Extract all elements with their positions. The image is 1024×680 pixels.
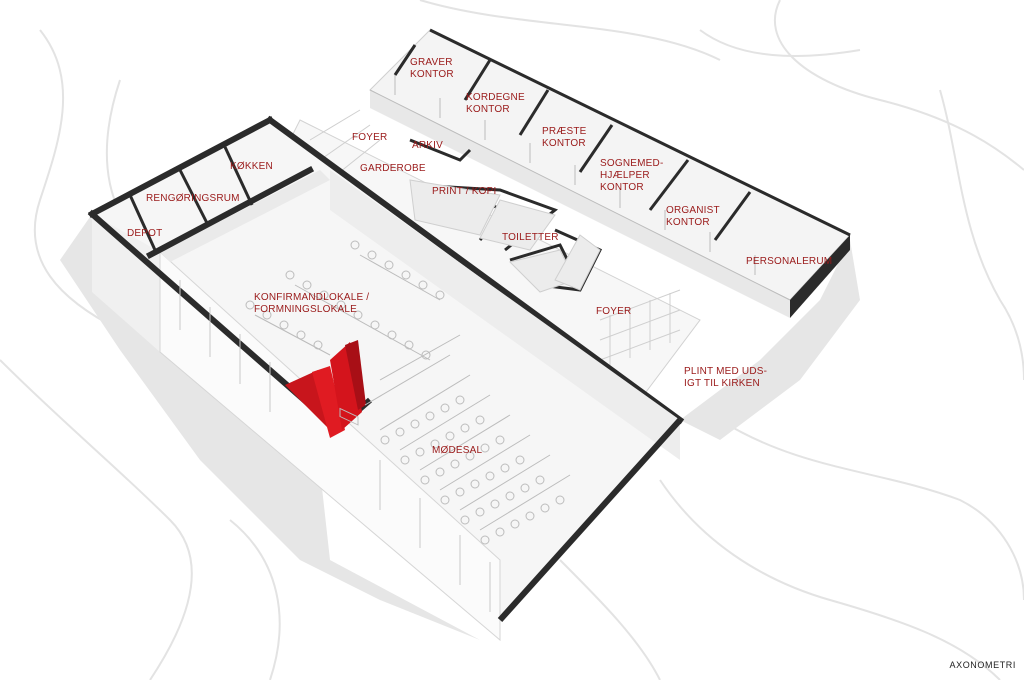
main-hall (87, 115, 685, 642)
label-line: GRAVER (410, 57, 453, 68)
label-garderobe: GARDEROBE (360, 163, 426, 174)
office-wing (369, 28, 851, 318)
label-line: SOGNEMED- (600, 158, 664, 169)
label-foyer-right: FOYER (596, 306, 632, 317)
label-line: KONFIRMANDLOKALE / (254, 292, 370, 303)
label-line: KORDEGNE (466, 92, 525, 103)
label-line: KONTOR (410, 69, 454, 80)
label-depot: DEPOT (127, 228, 163, 239)
label-arkiv: ARKIV (412, 140, 444, 151)
label-line: PRÆSTE (542, 126, 587, 137)
red-partition (285, 340, 366, 438)
drawing-caption: AXONOMETRI (949, 660, 1016, 670)
label-line: ORGANIST (666, 205, 720, 216)
label-print-kopi: PRINT / KOPI (432, 186, 497, 197)
label-line: KONTOR (666, 217, 710, 228)
label-organist-kontor: ORGANIST KONTOR (666, 205, 720, 229)
label-kordegne-kontor: KORDEGNE KONTOR (466, 92, 525, 116)
label-koekken: KØKKEN (230, 161, 273, 172)
label-konfirmandlokale: KONFIRMANDLOKALE / FORMNINGSLOKALE (254, 292, 369, 316)
label-graver-kontor: GRAVER KONTOR (410, 57, 454, 81)
label-line: KONTOR (600, 182, 644, 193)
label-line: HJÆLPER (600, 170, 650, 181)
label-line: KONTOR (542, 138, 586, 149)
label-line: KONTOR (466, 104, 510, 115)
label-toiletter: TOILETTER (502, 232, 559, 243)
label-line: IGT TIL KIRKEN (684, 378, 760, 389)
label-sognemedhjaelper-kontor: SOGNEMED- HJÆLPER KONTOR (600, 158, 663, 194)
label-personalerum: PERSONALERUM (746, 256, 833, 267)
furniture (245, 240, 571, 545)
label-moedesal: MØDESAL (432, 445, 483, 456)
label-line: PLINT MED UDS- (684, 366, 768, 377)
label-foyer-top: FOYER (352, 132, 388, 143)
label-praeste-kontor: PRÆSTE KONTOR (542, 126, 587, 150)
label-rengoeringsrum: RENGØRINGSRUM (146, 193, 240, 204)
label-line: FORMNINGSLOKALE (254, 304, 358, 315)
label-plint: PLINT MED UDS- IGT TIL KIRKEN (684, 366, 767, 390)
